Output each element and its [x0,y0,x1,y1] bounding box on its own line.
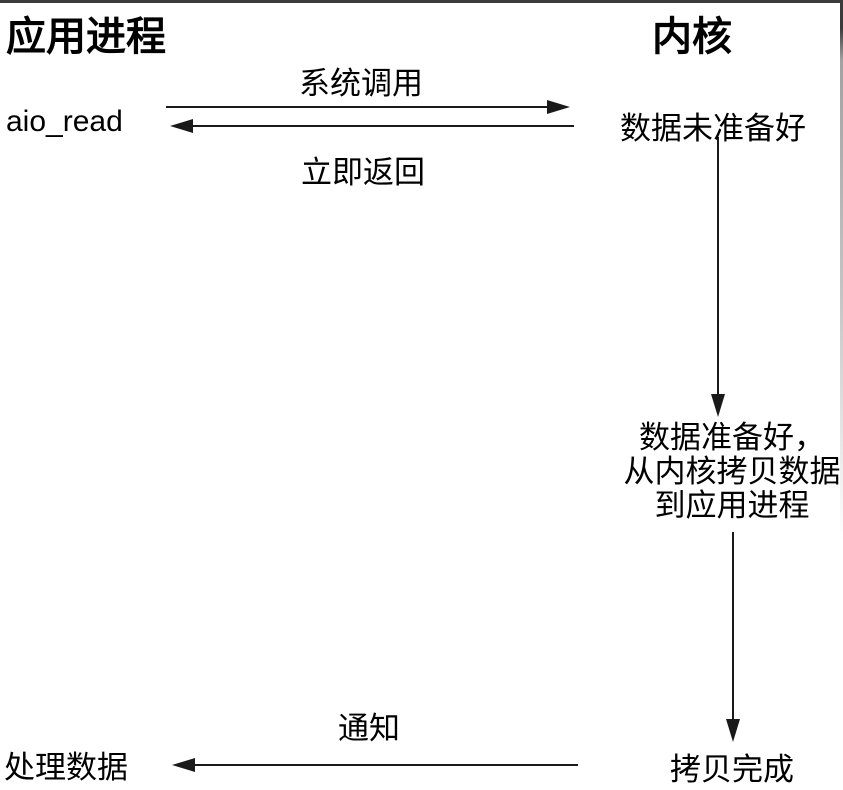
immediate-return-label: 立即返回 [301,155,425,190]
top-border-divider [0,0,843,3]
kernel-title: 内核 [652,15,732,59]
data-ready-line1: 数据准备好， [639,420,825,455]
app-process-title: 应用进程 [6,15,166,59]
data-ready-line3: 到应用进程 [654,488,810,523]
process-data-label: 处理数据 [4,750,128,785]
right-border-divider [840,0,843,540]
data-wait-arrow [711,137,725,417]
notify-arrow [172,758,578,772]
immediate-return-arrow [170,119,574,133]
syscall-label: 系统调用 [299,66,423,101]
data-ready-line2: 从内核拷贝数据 [623,454,841,489]
data-not-ready-label: 数据未准备好 [620,111,806,146]
data-ready-label: 数据准备好， 从内核拷贝数据 到应用进程 [612,421,843,523]
aio-read-label: aio_read [6,105,123,138]
copy-complete-label: 拷贝完成 [670,752,794,787]
copy-progress-arrow [726,532,740,742]
notify-label: 通知 [338,711,400,746]
